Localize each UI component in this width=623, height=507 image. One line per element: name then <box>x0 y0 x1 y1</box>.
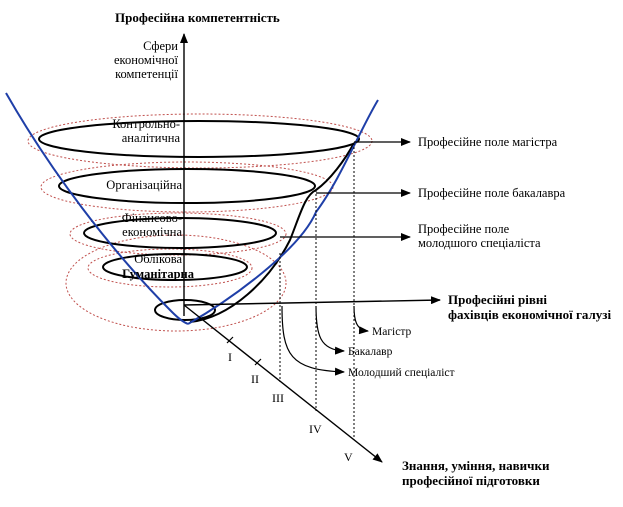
roman-V: V <box>344 450 353 464</box>
dotted-ring-5 <box>65 234 287 332</box>
dotted-ring-4 <box>87 248 253 288</box>
dotted-ring-1 <box>27 113 373 169</box>
roman-II: II <box>251 372 259 386</box>
sphere-organizational: Організаційна <box>106 178 182 192</box>
depth-ticks <box>226 336 262 366</box>
level-junior-label: Молодший спеціаліст <box>348 367 455 379</box>
field-bachelor-label: Професійне поле бакалавра <box>418 186 566 200</box>
spheres-header-1: Сфери <box>143 39 178 53</box>
arrow-level-bachelor <box>315 305 345 355</box>
level-master-label: Магістр <box>372 326 412 338</box>
competence-ellipses <box>38 120 360 321</box>
depth-axis <box>183 304 383 463</box>
sphere-finance-line-1: Фінансово- <box>122 211 182 225</box>
level-arrows <box>281 305 369 376</box>
roman-III: III <box>272 391 284 405</box>
sphere-accounting: Облікова <box>134 252 182 266</box>
sphere-finance-line-2: економічна <box>122 225 182 239</box>
arrow-level-master <box>353 305 369 335</box>
ellipse-organizational <box>58 168 316 204</box>
horizontal-axis-title-2: фахівців економічної галузі <box>448 307 612 322</box>
dotted-rings <box>27 113 373 332</box>
main-axes <box>180 33 441 463</box>
roman-IV: IV <box>309 422 322 436</box>
funnel-left <box>5 92 189 325</box>
ellipse-accounting <box>102 253 248 281</box>
vertical-axis-title: Професійна компетентність <box>115 10 280 25</box>
field-junior-label-2: молодшого спеціаліста <box>418 236 541 250</box>
field-master-label: Професійне поле магістра <box>418 135 558 149</box>
blue-funnel <box>5 92 379 325</box>
funnel-right <box>187 99 379 325</box>
tick-II <box>254 358 262 366</box>
spheres-header-3: компетенції <box>115 67 178 81</box>
spheres-header-2: економічної <box>114 53 179 67</box>
tick-I <box>226 336 234 344</box>
ellipse-humanitarian <box>154 299 216 321</box>
field-junior-label-1: Професійне поле <box>418 222 510 236</box>
depth-axis-title-2: професійної підготовки <box>402 473 540 488</box>
depth-axis-title-1: Знання, уміння, навички <box>402 458 550 473</box>
level-bachelor-label: Бакалавр <box>348 346 393 358</box>
horizontal-axis-title-1: Професійні рівні <box>448 292 547 307</box>
sphere-humanitarian: Гуманітарна <box>122 267 195 281</box>
sphere-control-line-2: аналітична <box>122 131 181 145</box>
roman-I: I <box>228 350 232 364</box>
sphere-control-line-1: Контрольно- <box>112 117 180 131</box>
ellipse-control-analytic <box>38 120 360 158</box>
dashed-verticals <box>279 143 355 440</box>
arrow-level-junior <box>281 305 345 376</box>
ellipse-finance <box>83 217 277 249</box>
horizontal-axis <box>183 296 441 306</box>
field-arrows <box>280 138 411 241</box>
